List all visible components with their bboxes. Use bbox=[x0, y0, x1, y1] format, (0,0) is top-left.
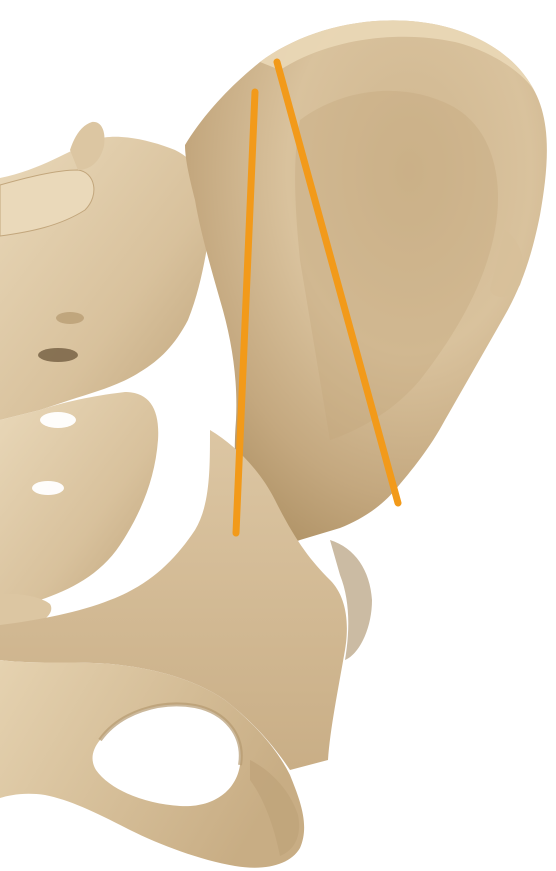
image-canvas bbox=[0, 0, 556, 871]
pelvis-illustration bbox=[0, 0, 556, 871]
